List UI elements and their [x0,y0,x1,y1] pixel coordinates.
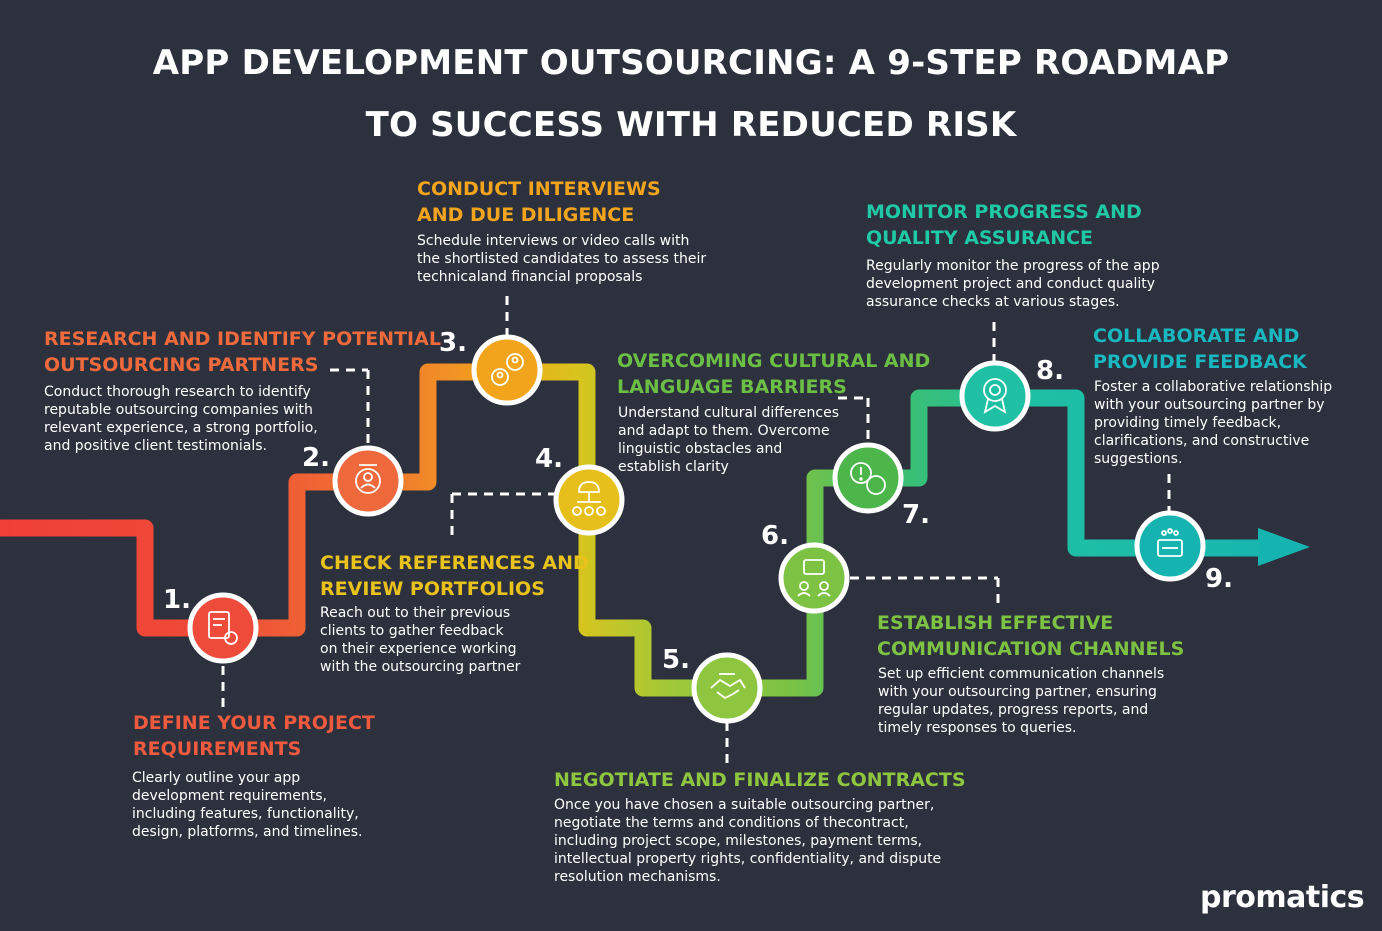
step-3-number: 3. [439,328,467,358]
quality-badge-icon [983,378,1007,414]
step-1-circle [187,592,259,664]
cloud-network-icon [572,481,606,516]
title-line-2: TO SUCCESS WITH REDUCED RISK [365,105,1017,145]
step-6-circle [778,542,850,614]
handshake-icon [710,673,746,700]
step-6-number: 6. [761,521,789,551]
promatics-logo: promatics [1200,880,1365,915]
communication-channel-icon [797,559,831,597]
interview-people-icon [491,353,524,386]
step-4-title: CHECK REFERENCES AND REVIEW PORTFOLIOS [320,552,589,600]
step-3-title: CONDUCT INTERVIEWS AND DUE DILIGENCE [417,178,661,226]
step-1-title: DEFINE YOUR PROJECT REQUIREMENTS [133,712,375,760]
title-line-1: APP DEVELOPMENT OUTSOURCING: A 9-STEP RO… [152,43,1230,83]
step-4-circle [553,464,625,536]
step-9-description: Foster a collaborative relationship with… [1094,379,1333,467]
step-8-description: Regularly monitor the progress of the ap… [866,258,1160,310]
step-4-description: Reach out to their previous clients to g… [320,605,521,675]
roadmap-path [0,363,1262,697]
step-7-description: Understand cultural differences and adap… [618,405,840,475]
step-6-description: Set up efficient communication channels … [878,666,1165,736]
document-gear-icon [208,611,238,645]
step-5-title: NEGOTIATE AND FINALIZE CONTRACTS [554,769,966,791]
step-9-number: 9. [1205,564,1233,594]
page-title: APP DEVELOPMENT OUTSOURCING: A 9-STEP RO… [0,32,1382,156]
step-8-number: 8. [1036,356,1064,386]
speech-bubbles-icon [850,462,886,495]
step-circles [187,334,1206,724]
step-5-description: Once you have chosen a suitable outsourc… [554,797,942,885]
step-5-number: 5. [662,645,690,675]
step-1-description: Clearly outline your app development req… [132,770,363,840]
step-8-circle [959,360,1031,432]
dashed-connectors [221,296,1171,764]
feedback-stars-icon [1157,528,1183,557]
step-7-number: 7. [902,500,930,530]
step-2-circle [332,445,404,517]
step-8-title: MONITOR PROGRESS AND QUALITY ASSURANCE [866,201,1142,249]
step-9-circle [1134,510,1206,582]
step-7-title: OVERCOMING CULTURAL AND LANGUAGE BARRIER… [617,350,931,398]
step-1-number: 1. [163,585,191,615]
arrow-head [1258,528,1310,566]
step-6-title: ESTABLISH EFFECTIVE COMMUNICATION CHANNE… [877,612,1185,660]
research-person-icon [355,464,381,494]
step-3-description: Schedule interviews or video calls with … [417,233,707,285]
step-2-description: Conduct thorough research to identify re… [44,384,318,454]
step-2-number: 2. [302,443,330,473]
step-4-number: 4. [535,444,563,474]
step-2-title: RESEARCH AND IDENTIFY POTENTIAL OUTSOURC… [44,328,441,376]
step-9-title: COLLABORATE AND PROVIDE FEEDBACK [1093,325,1307,373]
step-3-circle [471,334,543,406]
step-5-circle [691,652,763,724]
step-7-circle [832,442,904,514]
